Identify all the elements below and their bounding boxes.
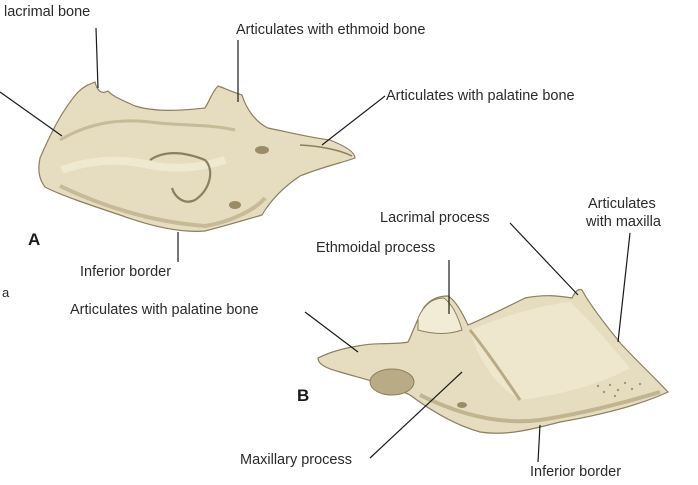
stray-letter: a [2,284,9,301]
label-b-palatine: Articulates with palatine bone [70,302,259,319]
bone-a-illustration [39,82,355,231]
label-b-maxilla-line1: Articulates [588,196,656,213]
leader-b-lacrimal [510,223,578,295]
leader-a-lacrimal [96,28,98,88]
bone-a-foramen [255,146,269,154]
label-a-ethmoid: Articulates with ethmoid bone [236,22,425,39]
leader-b-inferior [538,425,540,462]
leader-b-palatine [305,312,358,352]
panel-b-letter: B [297,386,309,406]
label-a-inferior-border: Inferior border [80,264,171,281]
label-b-maxilla-line2: with maxilla [586,214,661,231]
panel-a-letter: A [28,230,40,250]
leader-a-palatine [322,96,385,145]
label-b-inferior-border: Inferior border [530,464,621,481]
bone-b-illustration [318,289,668,433]
label-a-palatine: Articulates with palatine bone [386,88,575,105]
bone-b-maxillary-hollow [370,369,414,395]
bone-a-foramen-2 [229,201,241,209]
label-b-ethmoidal-process: Ethmoidal process [316,240,435,257]
label-b-maxillary-process: Maxillary process [240,452,352,469]
bone-b-foramen [457,402,467,408]
leader-b-maxilla [618,233,630,342]
label-a-lacrimal-bone: lacrimal bone [4,4,90,21]
leader-a-left-edge [0,92,62,136]
label-b-lacrimal-process: Lacrimal process [380,210,490,227]
